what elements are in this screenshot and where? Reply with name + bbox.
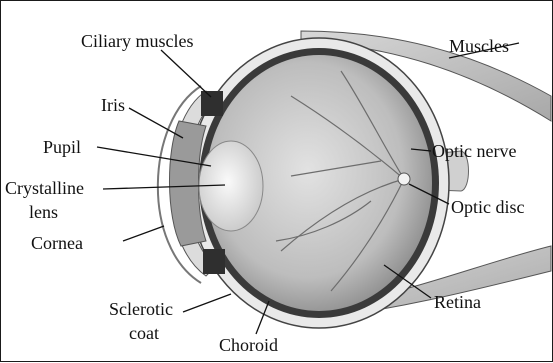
label-crystalline-lens-line1: Crystalline [5, 178, 84, 198]
label-crystalline-lens-line2: lens [29, 202, 58, 222]
label-cornea: Cornea [31, 233, 83, 253]
label-sclerotic-coat-line2: coat [129, 323, 159, 343]
label-choroid: Choroid [219, 335, 278, 355]
ciliary-body-bottom [203, 249, 225, 274]
ciliary-body-top [201, 91, 223, 116]
label-pupil: Pupil [43, 137, 81, 157]
label-sclerotic-coat-line1: Sclerotic [109, 299, 173, 319]
label-ciliary-muscles: Ciliary muscles [81, 31, 193, 51]
label-retina: Retina [434, 292, 481, 312]
optic-disc [398, 173, 410, 185]
label-muscles: Muscles [449, 36, 509, 56]
label-iris: Iris [101, 95, 125, 115]
label-optic-nerve: Optic nerve [432, 141, 516, 161]
label-optic-disc: Optic disc [451, 197, 525, 217]
